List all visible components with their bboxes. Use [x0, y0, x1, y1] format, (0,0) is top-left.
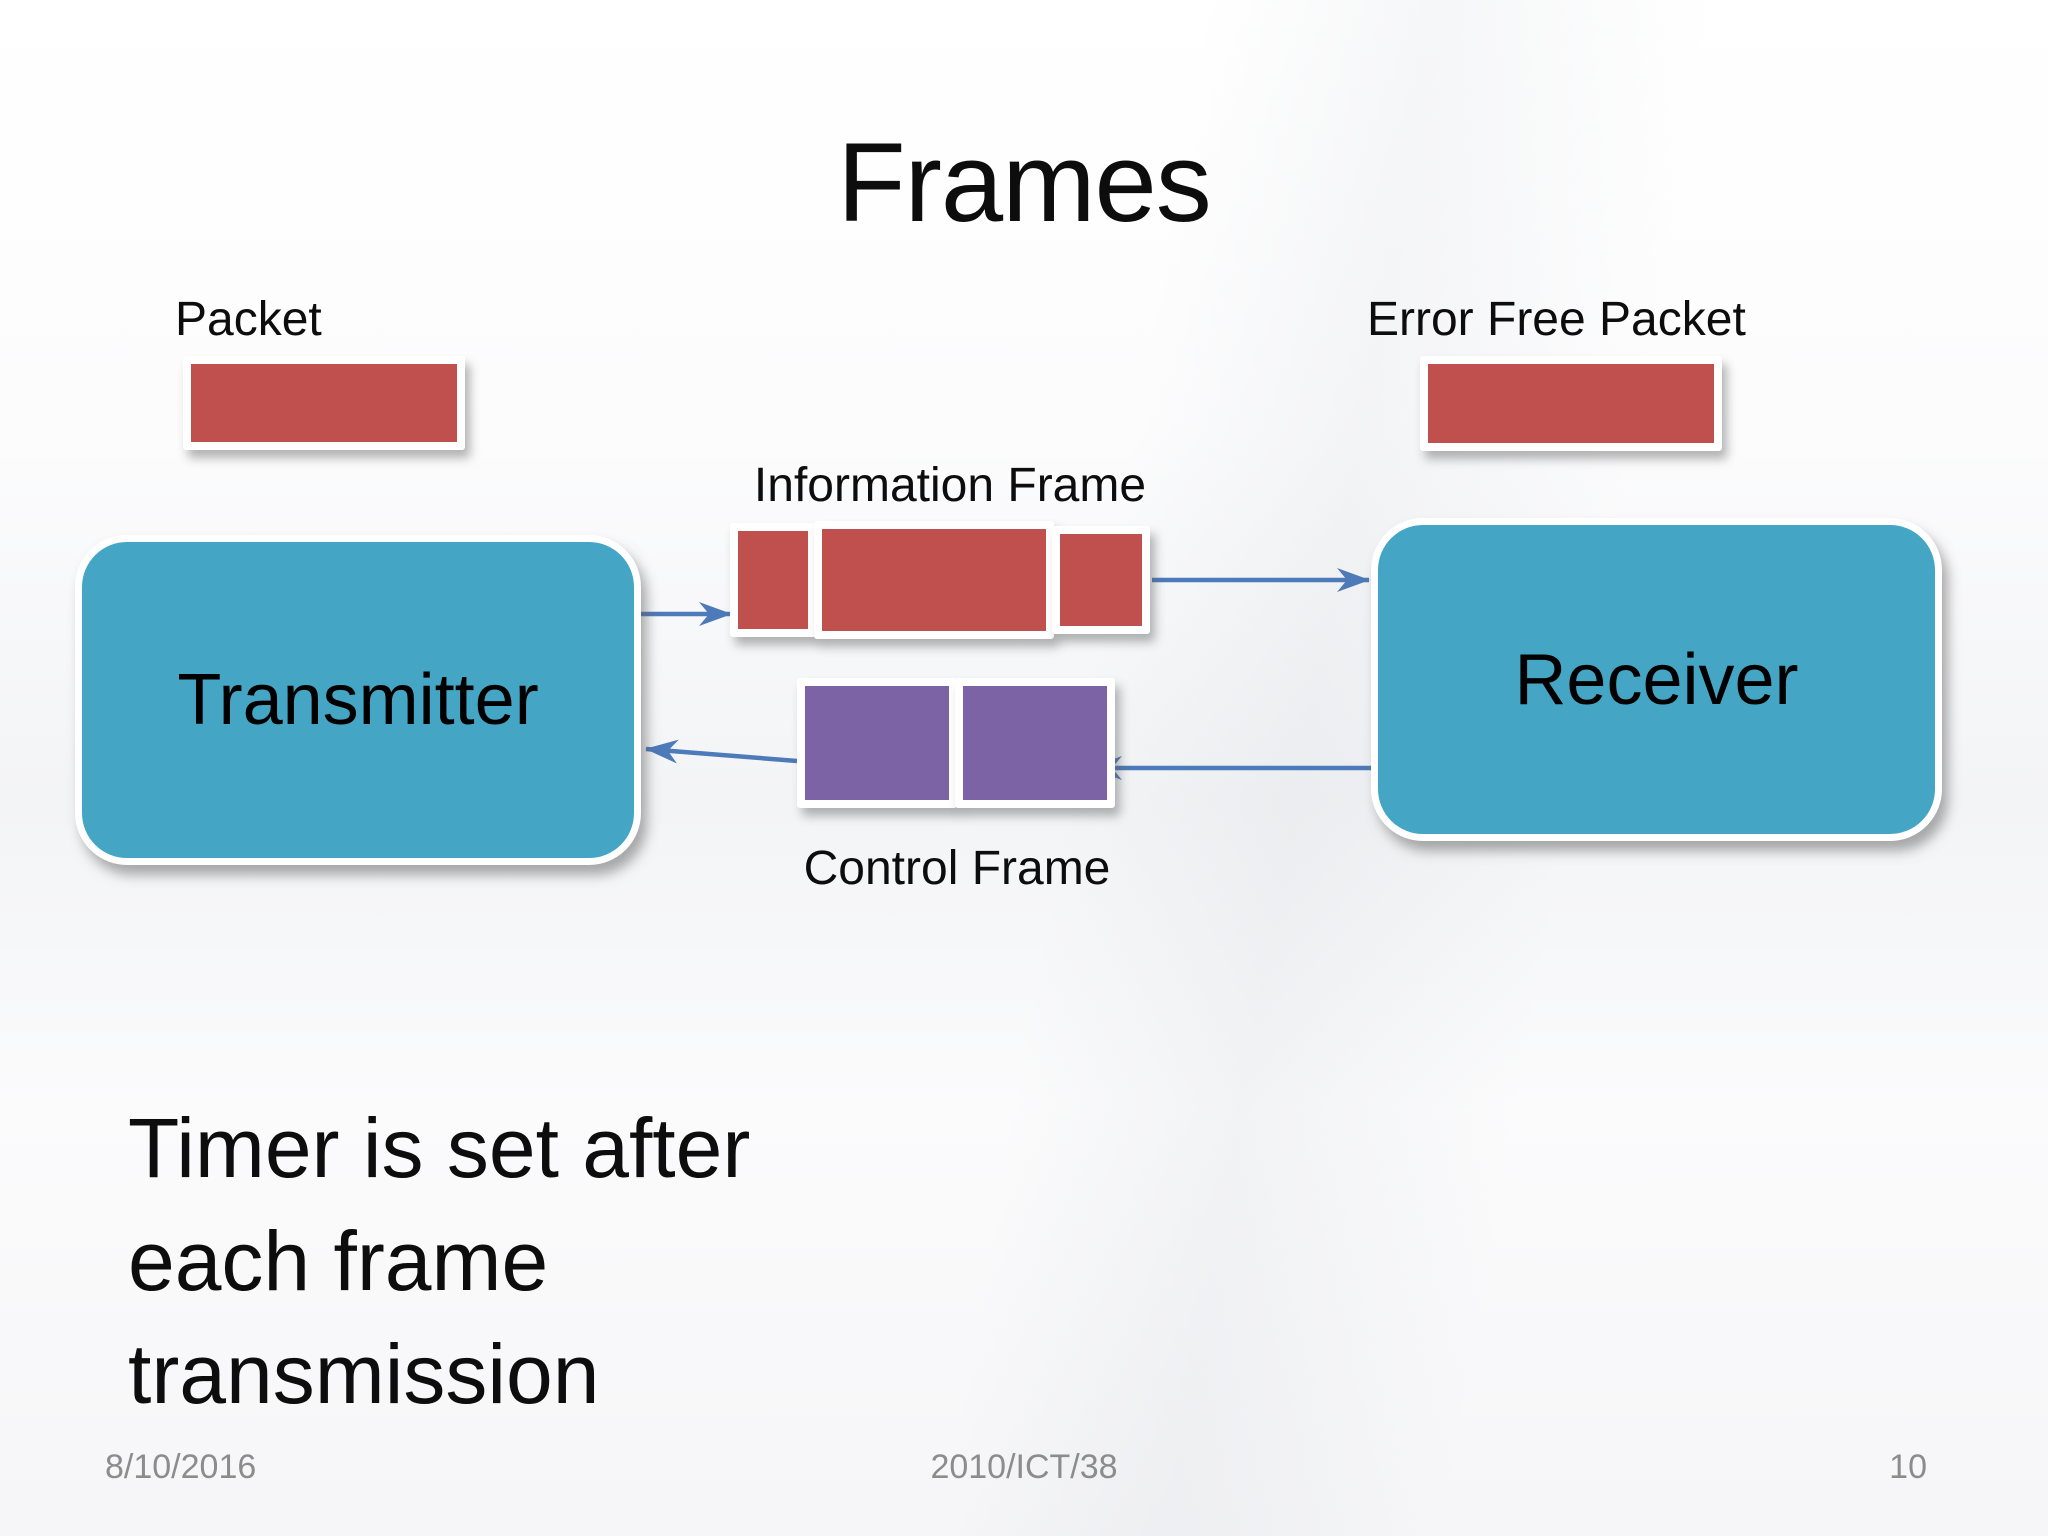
packet-rect [183, 356, 465, 450]
control-frame-label: Control Frame [803, 842, 1111, 895]
error-free-packet-label: Error Free Packet [1367, 293, 1746, 346]
transmitter-label: Transmitter [177, 660, 539, 740]
footer-course-code: 2010/ICT/38 [930, 1448, 1118, 1486]
information-frame-header-segment [730, 523, 816, 637]
information-frame-trailer-segment [1052, 526, 1150, 634]
transmitter-box: Transmitter [75, 535, 641, 865]
control-frame-segment-2 [955, 678, 1115, 808]
footer-date: 8/10/2016 [105, 1448, 257, 1486]
control-frame-segment-1 [797, 678, 957, 808]
error-free-packet-rect [1420, 356, 1722, 451]
note-text: Timer is set after each frame transmissi… [128, 1092, 750, 1431]
note-line-1: Timer is set after [128, 1101, 751, 1195]
receiver-label: Receiver [1514, 639, 1799, 720]
footer-page-number: 10 [1889, 1448, 1927, 1486]
slide-title: Frames [837, 120, 1212, 245]
arrow-control-frame-to-transmitter [645, 739, 798, 764]
information-frame-label: Information Frame [753, 459, 1147, 512]
packet-label: Packet [175, 293, 322, 346]
note-line-3: transmission [128, 1327, 600, 1421]
receiver-box: Receiver [1371, 518, 1942, 841]
information-frame-payload-segment [814, 521, 1054, 639]
note-line-2: each frame [128, 1214, 549, 1308]
